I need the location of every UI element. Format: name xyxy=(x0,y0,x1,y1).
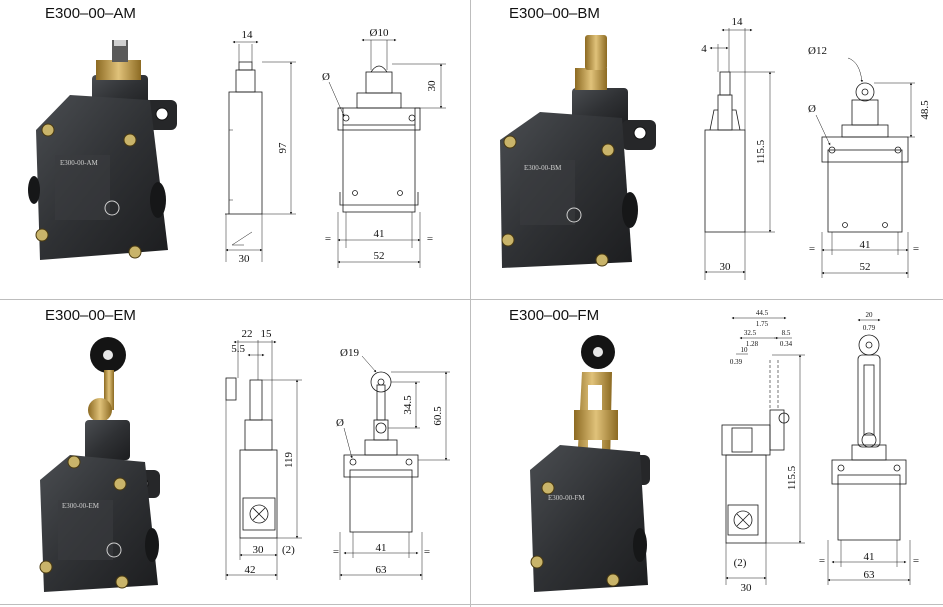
front-view-em xyxy=(339,355,450,580)
dim-em-offset-c: 5.5 xyxy=(231,343,245,355)
dim-fm-w2: 32.5 xyxy=(744,329,757,337)
eq-am-left: = xyxy=(325,233,331,245)
dim-am-width-inner: 41 xyxy=(374,228,385,240)
title-bm: E300–00–BM xyxy=(509,5,600,22)
eq-bm-right: = xyxy=(913,243,919,255)
bottom-divider xyxy=(0,604,943,605)
dim-bm-roller-width: 4 xyxy=(701,43,707,55)
eq-bm-left: = xyxy=(809,243,815,255)
dim-em-width-inner: 41 xyxy=(376,542,387,554)
dim-am-top-width: 14 xyxy=(242,29,254,41)
dim-em-depth-total: 42 xyxy=(245,564,256,576)
dim-bm-roller-dia: Ø12 xyxy=(808,45,827,57)
label-fm: E300-00-FM xyxy=(548,494,585,502)
dim-em-height: 119 xyxy=(283,451,295,468)
front-view-bm xyxy=(815,57,915,278)
title-fm: E300–00–FM xyxy=(509,307,600,324)
side-view-bm xyxy=(704,28,775,280)
dim-fm-depth: 30 xyxy=(741,582,753,594)
dim-fm-w4b: 0.39 xyxy=(730,358,743,366)
photo-fm xyxy=(530,335,650,592)
dim-bm-width-inner: 41 xyxy=(860,239,871,251)
dim-fm-roller-w: 20 xyxy=(866,311,874,319)
dim-am-hole: Ø xyxy=(322,71,330,83)
dim-bm-hole: Ø xyxy=(808,103,816,115)
eq-am-right: = xyxy=(427,233,433,245)
dim-fm-w1: 44.5 xyxy=(756,309,769,317)
dim-bm-top-width: 14 xyxy=(732,16,744,28)
dim-fm-w3: 8.5 xyxy=(782,329,791,337)
dim-bm-depth: 30 xyxy=(720,261,732,273)
label-am: E300-00-AM xyxy=(60,159,98,167)
dim-am-height: 97 xyxy=(277,142,289,154)
side-view-am xyxy=(225,40,296,262)
photo-bm xyxy=(500,35,656,268)
dim-em-total-arm: 60.5 xyxy=(432,406,444,426)
dim-fm-width-outer: 63 xyxy=(864,569,876,581)
dim-em-offset-b: 15 xyxy=(261,328,273,340)
dim-em-depth: 30 xyxy=(253,544,265,556)
side-view-em xyxy=(225,340,302,580)
dim-fm-w3b: 0.34 xyxy=(780,340,793,348)
title-am: E300–00–AM xyxy=(45,5,136,22)
dim-em-width-outer: 63 xyxy=(376,564,388,576)
dim-bm-width-outer: 52 xyxy=(860,261,871,273)
eq-em-right: = xyxy=(424,546,430,558)
label-em: E300-00-EM xyxy=(62,502,100,510)
dim-em-offset-a: 22 xyxy=(242,328,253,340)
dim-bm-cap-height: 48.5 xyxy=(919,100,931,120)
vertical-divider xyxy=(470,0,471,607)
dim-am-width-outer: 52 xyxy=(374,250,385,262)
horizontal-divider xyxy=(0,299,943,300)
dim-fm-w4: 10 xyxy=(741,346,749,354)
dim-am-cap-height: 30 xyxy=(426,80,438,92)
dim-em-arm-height: 34.5 xyxy=(402,395,414,415)
dim-em-roller-dia: Ø19 xyxy=(340,347,359,359)
dim-em-depth-note: (2) xyxy=(282,544,295,556)
photo-em xyxy=(39,337,160,592)
label-bm: E300-00-BM xyxy=(524,164,562,172)
dim-fm-roller-wb: 0.79 xyxy=(863,324,876,332)
side-view-fm xyxy=(721,316,805,585)
dim-fm-depth-note: (2) xyxy=(734,557,747,569)
front-view-fm xyxy=(827,318,911,585)
dim-fm-w1b: 1.75 xyxy=(756,320,769,328)
dim-am-plunger-dia: Ø10 xyxy=(370,27,389,39)
dim-em-hole: Ø xyxy=(336,417,344,429)
dim-fm-w2b: 1.28 xyxy=(746,340,759,348)
eq-fm-right: = xyxy=(913,555,919,567)
photo-am xyxy=(28,40,177,260)
eq-fm-left: = xyxy=(819,555,825,567)
eq-em-left: = xyxy=(333,546,339,558)
title-em: E300–00–EM xyxy=(45,307,136,324)
front-view-am xyxy=(328,38,446,268)
dim-bm-height: 115.5 xyxy=(755,139,767,164)
dim-fm-width-inner: 41 xyxy=(864,551,875,563)
dim-am-depth: 30 xyxy=(239,253,251,265)
dim-fm-height: 115.5 xyxy=(786,465,798,490)
